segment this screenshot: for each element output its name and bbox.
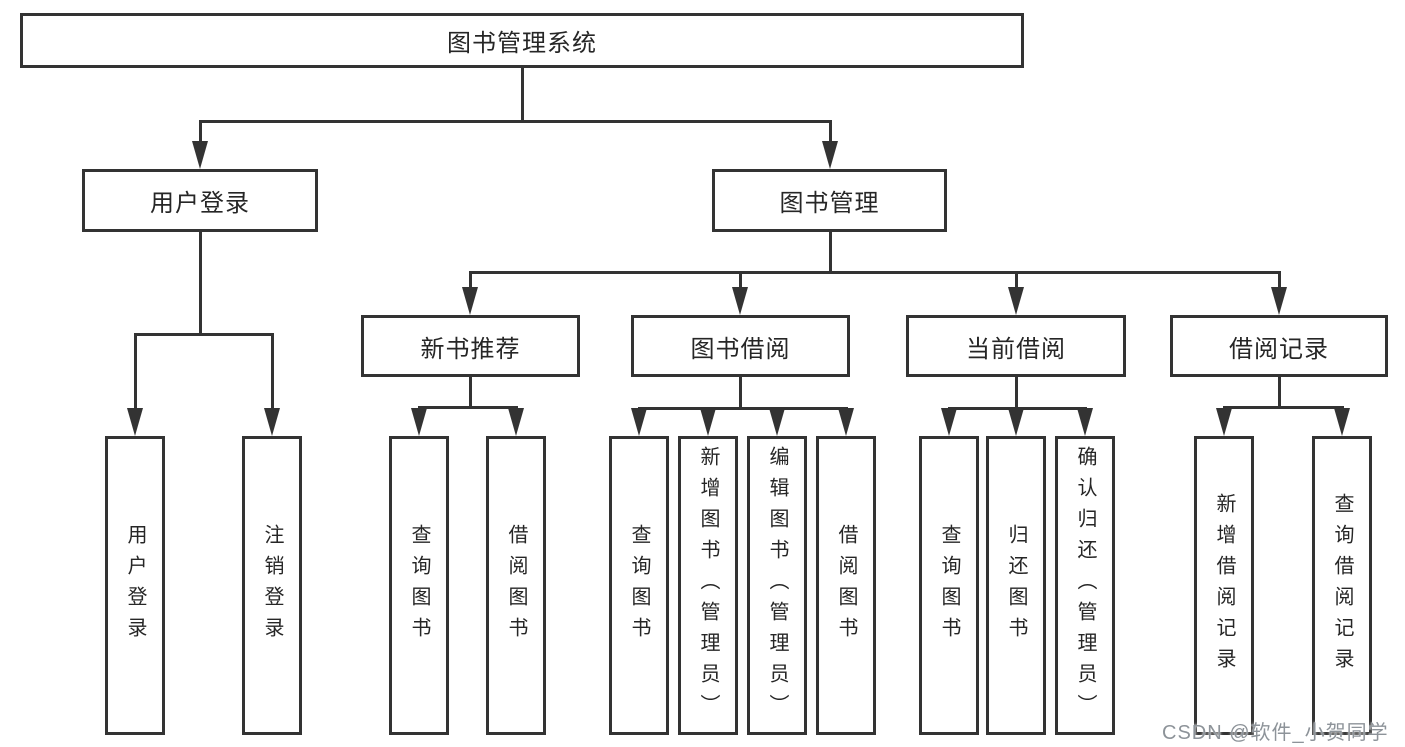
arrow-down-return-book [1008, 408, 1024, 436]
arrow-down-add-book [700, 408, 716, 436]
leaf-borrow-book: 借阅图书 [816, 436, 876, 735]
leaf-query-book-recommend: 查询图书 [389, 436, 449, 735]
node-new-book-recommend-label: 新书推荐 [420, 335, 521, 363]
leaf-query-borrow-record: 查询借阅记录 [1312, 436, 1372, 735]
arrow-down-query-record [1334, 408, 1350, 436]
connector-userlogin-stem-right [270, 333, 274, 410]
connector-userlogin-bar [133, 333, 274, 336]
leaf-user-login-label: 用户登录 [124, 523, 146, 648]
arrow-down-add-record [1216, 408, 1232, 436]
connector-userlogin-stem-left [133, 333, 137, 410]
connector-bookmgmt-stem-1 [468, 271, 472, 290]
arrow-down-query-book-2 [631, 408, 647, 436]
connector-userlogin-trunk [198, 232, 202, 336]
leaf-add-book-admin: 新增图书（管理员） [678, 436, 738, 735]
leaf-borrow-book-recommend: 借阅图书 [486, 436, 546, 735]
connector-borrowrecord-bar [1222, 406, 1344, 409]
arrow-down-query-book-3 [941, 408, 957, 436]
leaf-query-book-current: 查询图书 [919, 436, 979, 735]
node-current-borrow-label: 当前借阅 [966, 335, 1066, 363]
node-book-borrow-label: 图书借阅 [690, 335, 791, 363]
leaf-query-book-current-label: 查询图书 [938, 523, 960, 648]
leaf-add-borrow-record-label: 新增借阅记录 [1213, 492, 1235, 679]
leaf-edit-book-admin: 编辑图书（管理员） [747, 436, 807, 735]
arrow-down-current-borrow [1008, 287, 1024, 315]
arrow-down-logout-leaf [264, 408, 280, 436]
leaf-borrow-book-label: 借阅图书 [835, 523, 857, 648]
connector-currentborrow-trunk [1014, 377, 1018, 410]
arrow-down-borrow-book-2 [838, 408, 854, 436]
connector-bookmgmt-stem-3 [1014, 271, 1018, 290]
leaf-query-book-borrow-label: 查询图书 [628, 523, 650, 648]
node-user-login: 用户登录 [82, 169, 318, 232]
connector-bookborrow-bar [637, 407, 848, 410]
node-user-login-label: 用户登录 [150, 190, 250, 217]
leaf-borrow-book-recommend-label: 借阅图书 [505, 523, 527, 648]
node-new-book-recommend: 新书推荐 [361, 315, 580, 377]
leaf-user-login: 用户登录 [105, 436, 165, 735]
node-book-management-label: 图书管理 [779, 190, 880, 217]
arrow-down-user-login [192, 141, 208, 169]
connector-bookmgmt-bar [468, 271, 1281, 274]
connector-root-trunk [520, 68, 524, 120]
csdn-watermark: CSDN @软件_小贺同学 [1162, 722, 1389, 744]
leaf-add-book-admin-label: 新增图书（管理员） [697, 446, 719, 725]
leaf-query-borrow-record-label: 查询借阅记录 [1331, 492, 1353, 679]
arrow-down-borrow-record [1271, 287, 1287, 315]
arrow-down-book-management [822, 141, 838, 169]
leaf-add-borrow-record: 新增借阅记录 [1194, 436, 1254, 735]
node-borrow-record: 借阅记录 [1170, 315, 1388, 377]
leaf-return-book-label: 归还图书 [1005, 523, 1027, 648]
leaf-return-book: 归还图书 [986, 436, 1046, 735]
node-borrow-record-label: 借阅记录 [1229, 335, 1329, 363]
arrow-down-edit-book [769, 408, 785, 436]
leaf-query-book-borrow: 查询图书 [609, 436, 669, 735]
node-root-label: 图书管理系统 [447, 30, 597, 57]
connector-bookmgmt-trunk [828, 232, 832, 274]
leaf-confirm-return-admin: 确认归还（管理员） [1055, 436, 1115, 735]
node-root-system: 图书管理系统 [20, 13, 1024, 68]
leaf-logout-label: 注销登录 [261, 523, 283, 648]
leaf-query-book-recommend-label: 查询图书 [408, 523, 430, 648]
arrow-down-confirm-return [1077, 408, 1093, 436]
connector-bookmgmt-stem-2 [738, 271, 742, 290]
node-book-management: 图书管理 [712, 169, 947, 232]
leaf-edit-book-admin-label: 编辑图书（管理员） [766, 446, 788, 725]
connector-bookmgmt-stem-4 [1277, 271, 1281, 290]
arrow-down-query-book-1 [411, 408, 427, 436]
arrow-down-login-leaf [127, 408, 143, 436]
connector-root-bar [198, 120, 832, 123]
connector-borrowrecord-trunk [1277, 377, 1281, 409]
connector-root-stem-right [828, 120, 832, 143]
arrow-down-book-borrow [732, 287, 748, 315]
leaf-confirm-return-admin-label: 确认归还（管理员） [1074, 446, 1096, 725]
connector-newbook-trunk [468, 377, 472, 409]
connector-root-stem-left [198, 120, 202, 143]
node-current-borrow: 当前借阅 [906, 315, 1126, 377]
arrow-down-borrow-book-1 [508, 408, 524, 436]
arrow-down-new-book [462, 287, 478, 315]
connector-bookborrow-trunk [738, 377, 742, 410]
leaf-logout: 注销登录 [242, 436, 302, 735]
connector-newbook-bar [417, 406, 518, 409]
node-book-borrow: 图书借阅 [631, 315, 850, 377]
